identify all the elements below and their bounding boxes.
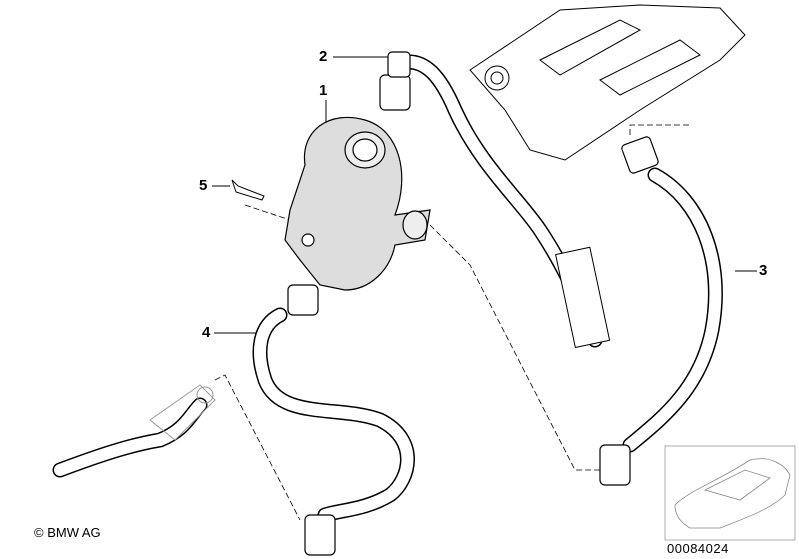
connector-4b <box>304 514 336 556</box>
connector-3 <box>621 136 659 174</box>
callout-2: 2 <box>319 48 328 65</box>
housing-part <box>284 116 431 291</box>
document-number: 00084024 <box>667 541 729 556</box>
connector-3b <box>599 444 631 486</box>
callout-3: 3 <box>759 262 768 279</box>
screw <box>231 179 265 201</box>
copyright-text: © BMW AG <box>34 525 101 540</box>
callout-4: 4 <box>202 324 211 341</box>
cylinder-head-cover <box>469 4 746 161</box>
callout-5: 5 <box>199 177 208 194</box>
connector-4 <box>287 284 319 316</box>
connector-2 <box>379 74 411 111</box>
aux-pipe <box>149 384 216 441</box>
callout-1: 1 <box>319 82 328 99</box>
vehicle-thumbnail <box>664 445 796 541</box>
